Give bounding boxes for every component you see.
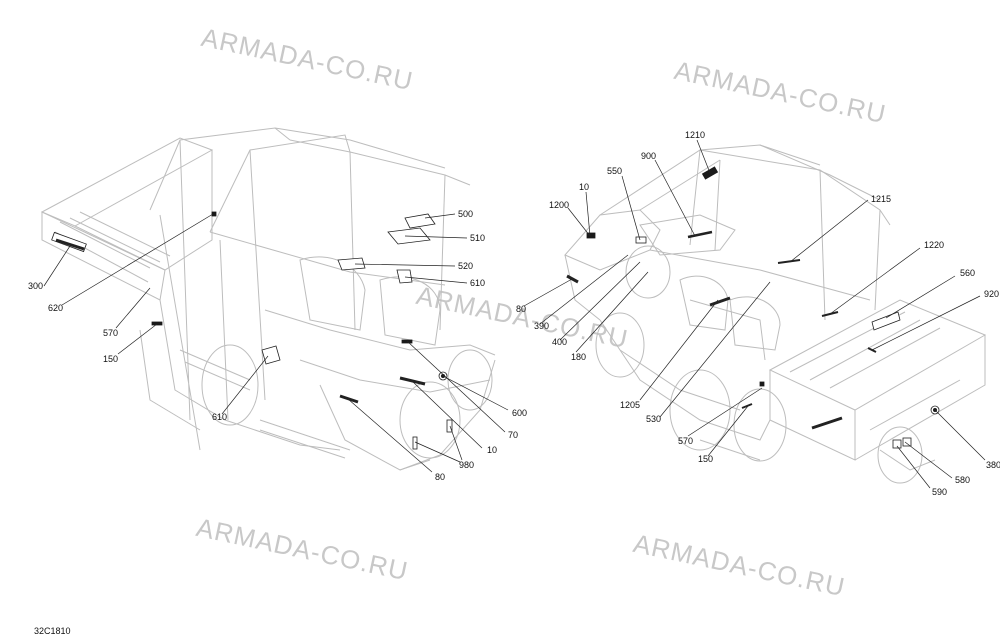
callout-1205: 1205 (620, 400, 641, 410)
callout-1215: 1215 (871, 194, 892, 204)
callout-980: 980 (459, 460, 475, 470)
callout-570-left: 570 (103, 328, 119, 338)
callout-180: 180 (571, 352, 587, 362)
callout-610-left-top: 610 (470, 278, 486, 288)
callout-550: 550 (607, 166, 623, 176)
callout-150-left: 150 (103, 354, 119, 364)
callout-920: 920 (984, 289, 1000, 299)
callout-380: 380 (986, 460, 1000, 470)
callout-80-right: 80 (516, 304, 527, 314)
callout-1210: 1210 (685, 130, 706, 140)
decal-marks (51, 166, 940, 450)
callout-10-right: 10 (579, 182, 590, 192)
callout-510: 510 (470, 233, 486, 243)
callout-300: 300 (28, 281, 44, 291)
callout-580: 580 (955, 475, 971, 485)
callout-1220: 1220 (924, 240, 945, 250)
callout-150-right: 150 (698, 454, 714, 464)
callout-590: 590 (932, 487, 948, 497)
callout-900: 900 (641, 151, 657, 161)
callout-520: 520 (458, 261, 474, 271)
figure-id: 32C1810 (34, 626, 71, 636)
callout-600: 600 (512, 408, 528, 418)
callout-620: 620 (48, 303, 64, 313)
left-vehicle-drawing (40, 127, 496, 471)
callout-70: 70 (508, 430, 519, 440)
callout-80-left: 80 (435, 472, 446, 482)
leader-lines (43, 139, 986, 489)
callout-390: 390 (534, 321, 550, 331)
callout-10-left: 10 (487, 445, 498, 455)
callout-1200: 1200 (549, 200, 570, 210)
callout-610-left-bottom: 610 (212, 412, 228, 422)
callout-500: 500 (458, 209, 474, 219)
callout-400: 400 (552, 337, 568, 347)
callout-530: 530 (646, 414, 662, 424)
callout-560: 560 (960, 268, 976, 278)
callout-570-right: 570 (678, 436, 694, 446)
right-vehicle-drawing (564, 144, 987, 484)
